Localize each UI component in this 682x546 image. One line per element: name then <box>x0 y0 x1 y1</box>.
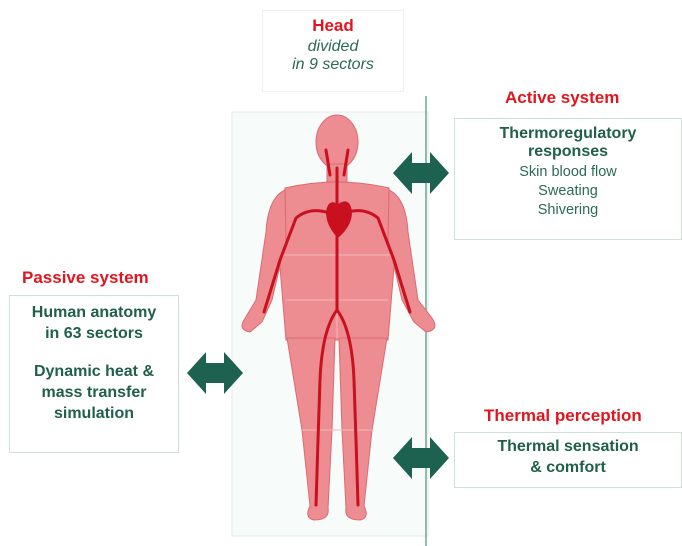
body-head <box>316 115 358 169</box>
head-title: Head <box>262 16 404 36</box>
passive-system-box: Human anatomy in 63 sectors Dynamic heat… <box>9 295 179 453</box>
active-item-sweating: Sweating <box>455 183 681 199</box>
perception-line-2: & comfort <box>455 459 681 477</box>
thermal-perception-title: Thermal perception <box>484 406 642 426</box>
passive-line-3: Dynamic heat & <box>10 363 178 381</box>
passive-line-1: Human anatomy <box>10 304 178 322</box>
passive-system-title: Passive system <box>22 268 149 288</box>
active-heading-line-1: Thermoregulatory <box>455 125 681 143</box>
head-line-2: in 9 sectors <box>262 56 404 74</box>
passive-line-5: simulation <box>10 405 178 423</box>
active-item-shivering: Shivering <box>455 202 681 218</box>
active-system-title: Active system <box>505 88 619 108</box>
thermal-perception-box: Thermal sensation & comfort <box>454 432 682 488</box>
head-line-1: divided <box>262 38 404 56</box>
passive-line-2: in 63 sectors <box>10 325 178 343</box>
active-heading-line-2: responses <box>455 143 681 161</box>
perception-line-1: Thermal sensation <box>455 438 681 456</box>
active-item-skin-blood-flow: Skin blood flow <box>455 164 681 180</box>
active-system-box: Thermoregulatory responses Skin blood fl… <box>454 118 682 240</box>
passive-line-4: mass transfer <box>10 384 178 402</box>
head-label: Head divided in 9 sectors <box>262 16 404 74</box>
